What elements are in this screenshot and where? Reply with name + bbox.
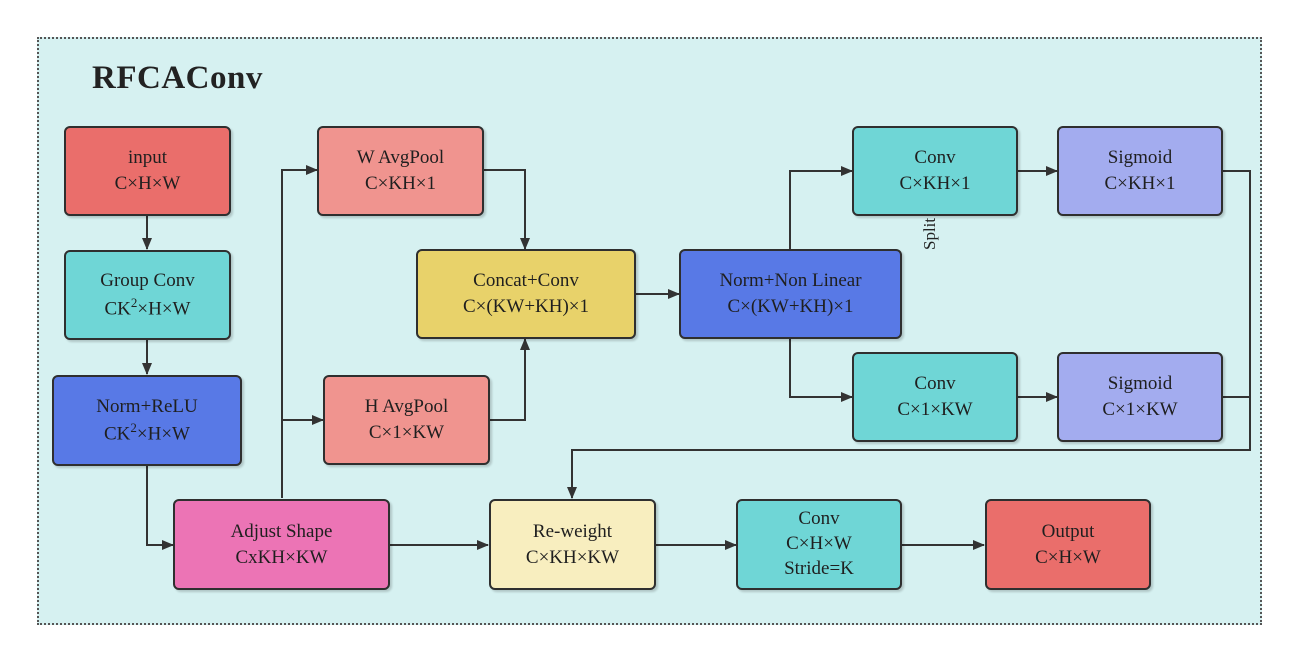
node-h-avgpool-name: H AvgPool — [364, 396, 449, 418]
node-conv-bottom-shape: C×1×KW — [897, 399, 973, 420]
node-sigmoid-bottom-name: Sigmoid — [1107, 373, 1173, 395]
node-adjust-shape: Adjust Shape CxKH×KW — [173, 499, 390, 590]
node-group-conv: Group Conv CK2×H×W — [64, 250, 231, 340]
node-w-avgpool: W AvgPool C×KH×1 — [317, 126, 484, 216]
node-conv-final: Conv C×H×W Stride=K — [736, 499, 902, 590]
node-conv-top: Conv C×KH×1 — [852, 126, 1018, 216]
node-conv-final-name: Conv — [798, 508, 840, 530]
node-input-shape: C×H×W — [114, 173, 181, 194]
node-group-conv-name: Group Conv — [100, 270, 195, 292]
node-norm-relu: Norm+ReLU CK2×H×W — [52, 375, 242, 466]
node-conv-top-shape: C×KH×1 — [899, 173, 971, 194]
node-input: input C×H×W — [64, 126, 231, 216]
edge-norm-to-conv-top — [789, 166, 853, 249]
split-label: Split — [920, 217, 939, 250]
node-reweight: Re-weight C×KH×KW — [489, 499, 656, 590]
node-sigmoid-top-name: Sigmoid — [1107, 147, 1173, 169]
node-conv-top-name: Conv — [914, 147, 956, 169]
node-concat-conv-shape: C×(KW+KH)×1 — [462, 296, 590, 317]
edge-normrelu-to-adjustshape — [146, 466, 174, 550]
node-conv-bottom: Conv C×1×KW — [852, 352, 1018, 442]
edge-havgpool-to-concat — [490, 338, 530, 421]
node-norm-nonlinear-name: Norm+Non Linear — [719, 270, 862, 292]
node-conv-final-shape: C×H×W — [786, 533, 852, 555]
diagram-title: RFCAConv — [92, 60, 263, 96]
node-norm-relu-shape: CK2×H×W — [104, 420, 190, 445]
node-output-name: Output — [1041, 520, 1095, 542]
node-sigmoid-top: Sigmoid C×KH×1 — [1057, 126, 1223, 216]
node-norm-relu-name: Norm+ReLU — [96, 395, 198, 417]
node-reweight-shape: C×KH×KW — [525, 546, 620, 568]
edge-norm-to-conv-bottom — [789, 339, 853, 402]
node-w-avgpool-name: W AvgPool — [356, 147, 445, 169]
node-output: Output C×H×W — [985, 499, 1151, 590]
node-group-conv-shape: CK2×H×W — [104, 294, 191, 320]
edge-adjustshape-to-wavgpool — [281, 165, 318, 498]
node-output-shape: C×H×W — [1035, 546, 1101, 568]
node-sigmoid-top-shape: C×KH×1 — [1104, 173, 1176, 194]
node-adjust-shape-shape: CxKH×KW — [235, 546, 328, 568]
node-reweight-name: Re-weight — [532, 520, 613, 542]
node-input-name: input — [127, 147, 168, 169]
edge-wavgpool-to-concat — [484, 169, 530, 250]
node-w-avgpool-shape: C×KH×1 — [364, 173, 437, 194]
node-norm-nonlinear-shape: C×(KW+KH)×1 — [727, 296, 854, 317]
node-concat-conv: Concat+Conv C×(KW+KH)×1 — [416, 249, 636, 339]
node-conv-final-stride: Stride=K — [784, 557, 854, 579]
node-h-avgpool-shape: C×1×KW — [368, 422, 445, 443]
node-norm-nonlinear: Norm+Non Linear C×(KW+KH)×1 — [679, 249, 902, 339]
node-conv-bottom-name: Conv — [914, 373, 956, 395]
node-adjust-shape-name: Adjust Shape — [230, 520, 333, 542]
node-sigmoid-bottom: Sigmoid C×1×KW — [1057, 352, 1223, 442]
node-concat-conv-name: Concat+Conv — [473, 270, 579, 292]
node-h-avgpool: H AvgPool C×1×KW — [323, 375, 490, 465]
node-sigmoid-bottom-shape: C×1×KW — [1102, 399, 1178, 420]
edge-sigmoid-top-to-reweight — [567, 170, 1251, 499]
